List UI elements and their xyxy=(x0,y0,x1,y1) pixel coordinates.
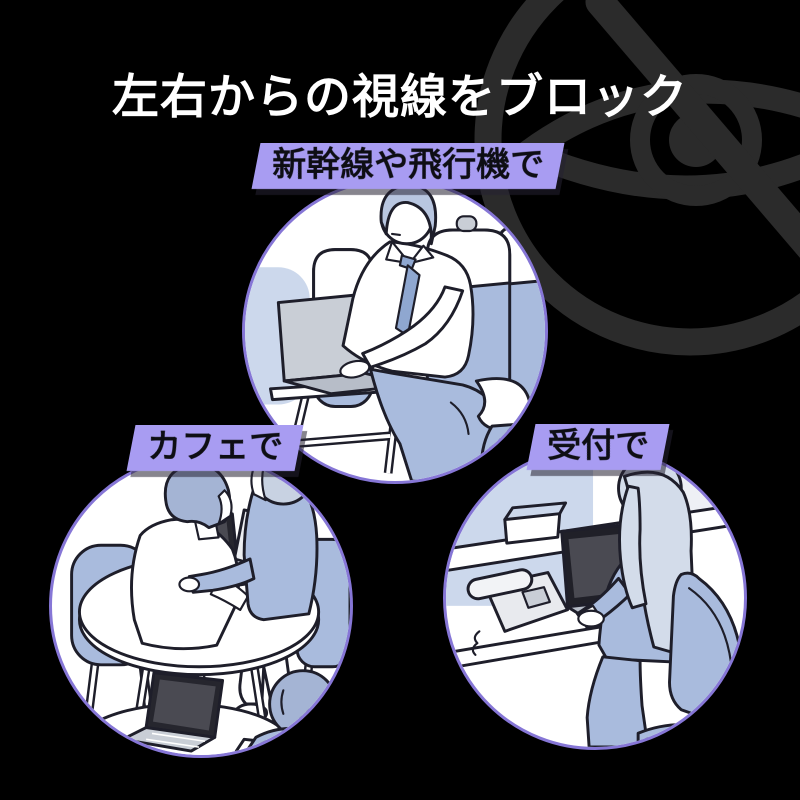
scene-circle-cafe xyxy=(49,454,353,758)
arm xyxy=(187,557,256,594)
scene-circle-shinkansen xyxy=(242,178,548,484)
arm xyxy=(361,285,465,369)
foreground-laptop xyxy=(121,671,225,753)
scene-label-shinkansen: 新幹線や飛行機で xyxy=(251,143,565,189)
mouth xyxy=(390,232,401,237)
name-plate xyxy=(503,501,568,545)
hand xyxy=(178,576,201,593)
paper xyxy=(234,737,301,755)
legs xyxy=(585,655,650,747)
cafe-laptop-illustration xyxy=(70,457,350,755)
scene-label-text: 受付で xyxy=(547,427,650,465)
receptionist xyxy=(575,455,697,747)
scene-label-cafe: カフェで xyxy=(126,425,304,471)
train-laptop-illustration xyxy=(245,183,545,481)
scene-circle-reception xyxy=(443,446,747,750)
face xyxy=(250,461,267,502)
scene-label-text: カフェで xyxy=(147,428,284,466)
eye-outline xyxy=(504,79,800,200)
legs xyxy=(369,367,510,481)
businessman xyxy=(339,183,510,481)
page-title: 左右からの視線をブロック xyxy=(112,70,688,123)
scene-label-text: 新幹線や飛行機で xyxy=(272,146,545,184)
telephone xyxy=(466,568,570,656)
reception-desk-illustration xyxy=(446,449,744,747)
hair-front xyxy=(618,484,648,610)
prohibition-ring xyxy=(474,0,800,356)
hand xyxy=(577,609,605,628)
iris-ring xyxy=(630,74,762,206)
scene-label-reception: 受付で xyxy=(526,424,670,470)
slash-line xyxy=(585,0,800,258)
hair xyxy=(268,669,338,739)
blocked-eye-icon xyxy=(474,0,800,356)
face xyxy=(217,489,233,525)
hand xyxy=(339,359,371,379)
